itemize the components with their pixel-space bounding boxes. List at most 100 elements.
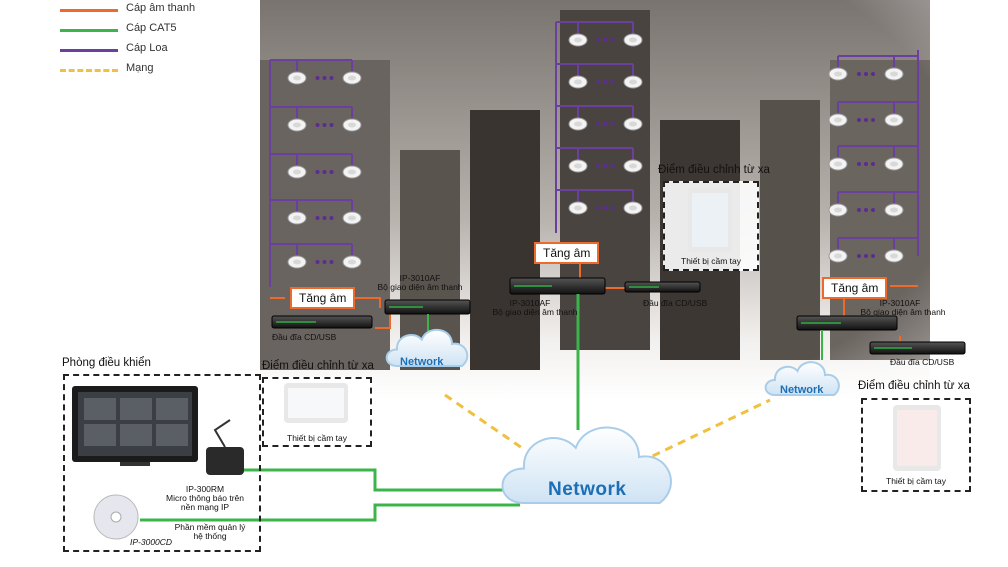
speaker-dots bbox=[315, 123, 320, 127]
monitor-tile bbox=[120, 398, 152, 420]
speaker-cone bbox=[293, 169, 301, 175]
remote-right-title: Điểm điều chỉnh từ xa bbox=[858, 380, 970, 392]
speaker-dots bbox=[864, 254, 868, 258]
speaker-dots bbox=[315, 76, 320, 80]
monitor-tile bbox=[84, 424, 116, 446]
audio-cable bbox=[375, 312, 391, 329]
left-network-cloud bbox=[385, 329, 469, 367]
speaker-cone bbox=[834, 71, 842, 77]
speaker-dots bbox=[864, 72, 868, 76]
speaker-cone bbox=[574, 205, 582, 211]
network-link bbox=[444, 393, 526, 452]
rack-unit-icon bbox=[624, 281, 701, 293]
rack-unit-icon bbox=[271, 315, 373, 329]
speaker-dots bbox=[322, 123, 327, 127]
legend-swatch bbox=[60, 49, 118, 52]
speaker-dots bbox=[322, 170, 327, 174]
monitor-tile bbox=[120, 424, 152, 446]
cd-label: IP-3000CD bbox=[130, 537, 173, 547]
speaker-dots bbox=[871, 162, 875, 166]
rack-led bbox=[801, 322, 841, 324]
speaker-cone bbox=[293, 75, 301, 81]
speaker-dots bbox=[603, 80, 608, 84]
speaker-cone bbox=[293, 122, 301, 128]
speaker-dots bbox=[322, 260, 327, 264]
speaker-cone bbox=[574, 37, 582, 43]
speaker-cone bbox=[890, 161, 898, 167]
center-player-label: Đầu đĩa CD/USB bbox=[643, 298, 708, 308]
legend-swatch bbox=[60, 69, 118, 72]
cat5-cable bbox=[240, 468, 520, 492]
speaker-dots bbox=[864, 118, 868, 122]
cloud-icon bbox=[501, 426, 672, 504]
legend-label: Cáp âm thanh bbox=[126, 2, 196, 14]
legend-swatch bbox=[60, 29, 118, 32]
remote-mid-title: Điểm điều chỉnh từ xa bbox=[262, 360, 374, 372]
cat5-cable bbox=[140, 503, 520, 522]
rack-led bbox=[514, 285, 552, 287]
speaker-dots bbox=[315, 170, 320, 174]
monitor-tile bbox=[84, 398, 116, 420]
speaker-cone bbox=[629, 163, 637, 169]
cloud-icon bbox=[764, 361, 840, 396]
speaker-dots bbox=[315, 216, 320, 220]
speaker-cone bbox=[890, 71, 898, 77]
mic-model: IP-300RM bbox=[185, 484, 225, 494]
speaker-dots bbox=[857, 208, 861, 212]
remote-top-title: Điểm điều chỉnh từ xa bbox=[658, 164, 770, 176]
speaker-cone bbox=[629, 37, 637, 43]
speaker-dots bbox=[864, 208, 868, 212]
right-cloud-label: Network bbox=[780, 384, 824, 396]
speaker-dots bbox=[329, 123, 334, 127]
audio-cable bbox=[355, 297, 381, 308]
rack-led bbox=[629, 286, 659, 288]
mic-desc-1: Micro thông báo trên bbox=[166, 493, 244, 503]
cd-hole bbox=[110, 511, 122, 523]
control-room-box bbox=[63, 374, 261, 552]
speaker-cone bbox=[348, 169, 356, 175]
speaker-dots bbox=[329, 216, 334, 220]
speaker-cone bbox=[348, 122, 356, 128]
speaker-dots bbox=[871, 254, 875, 258]
mic-desc-2: nền mạng IP bbox=[180, 502, 230, 512]
software-desc-1: Phần mềm quản lý bbox=[174, 522, 246, 532]
monitor-stand bbox=[120, 462, 150, 466]
remote-top-box: Thiết bị cầm tay bbox=[663, 181, 759, 271]
speaker-cone bbox=[348, 215, 356, 221]
speaker-dots bbox=[603, 38, 608, 42]
rack-led bbox=[276, 321, 316, 323]
rack-led bbox=[874, 347, 912, 349]
speaker-dots bbox=[315, 260, 320, 264]
speaker-dots bbox=[329, 260, 334, 264]
speaker-cone bbox=[293, 215, 301, 221]
software-desc-2: hệ thống bbox=[193, 531, 227, 541]
speaker-dots bbox=[610, 206, 615, 210]
rack-unit-icon bbox=[509, 277, 606, 295]
remote-right-device: Thiết bị cầm tay bbox=[886, 476, 946, 486]
speaker-dots bbox=[322, 216, 327, 220]
speaker-cone bbox=[629, 205, 637, 211]
main-network-cloud bbox=[501, 426, 672, 504]
speaker-cone bbox=[834, 207, 842, 213]
speaker-cone bbox=[890, 253, 898, 259]
rack-unit-icon bbox=[796, 315, 898, 331]
remote-top-device: Thiết bị cầm tay bbox=[681, 256, 741, 266]
speaker-dots bbox=[596, 206, 601, 210]
speaker-cone bbox=[629, 121, 637, 127]
cloud-icon bbox=[385, 329, 469, 367]
remote-mid-box: Thiết bị cầm tay bbox=[262, 377, 372, 447]
monitor-tile bbox=[156, 398, 188, 420]
speaker-dots bbox=[857, 72, 861, 76]
speaker-cone bbox=[574, 79, 582, 85]
speaker-dots bbox=[871, 208, 875, 212]
legend-label: Cáp Loa bbox=[126, 42, 168, 54]
speaker-dots bbox=[322, 76, 327, 80]
mic-gooseneck bbox=[213, 419, 231, 448]
speaker-dots bbox=[871, 118, 875, 122]
right-amplifier-label: Tăng âm bbox=[822, 277, 888, 299]
right-unit-model: IP-3010AF bbox=[879, 298, 921, 308]
speaker-dots bbox=[610, 164, 615, 168]
speaker-cone bbox=[293, 259, 301, 265]
main-cloud-label: Network bbox=[548, 479, 627, 500]
left-player-label: Đầu đĩa CD/USB bbox=[272, 332, 337, 342]
